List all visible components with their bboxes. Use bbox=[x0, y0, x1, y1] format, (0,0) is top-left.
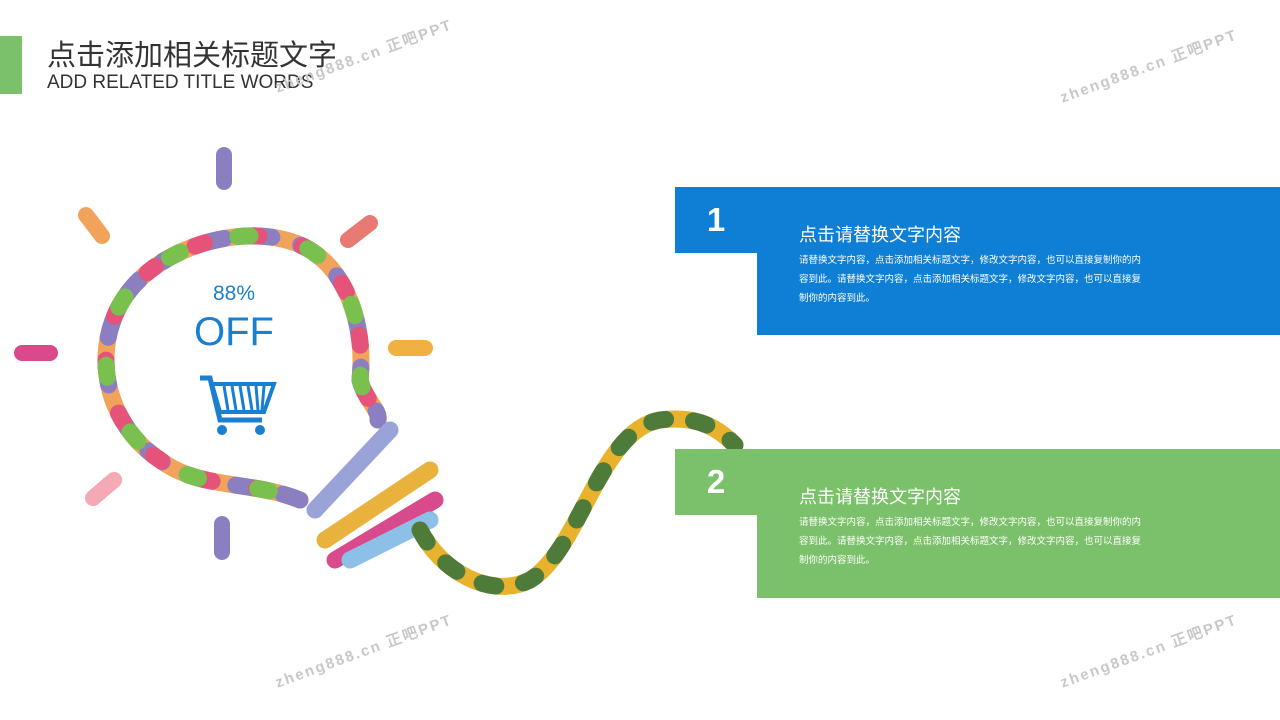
card-2-title: 点击请替换文字内容 bbox=[799, 487, 961, 507]
watermark: zheng888.cn 正吧PPT bbox=[1058, 26, 1240, 107]
card-2-number: 2 bbox=[675, 449, 757, 515]
shopping-cart-icon bbox=[200, 375, 277, 435]
title-accent-bar bbox=[0, 36, 22, 94]
card-1-number: 1 bbox=[675, 187, 757, 253]
watermark: zheng888.cn 正吧PPT bbox=[1058, 611, 1240, 692]
discount-percent: 88% bbox=[213, 282, 256, 305]
discount-label: OFF bbox=[194, 310, 274, 354]
card-2-body: 请替换文字内容，点击添加相关标题文字，修改文字内容，也可以直接复制你的内容到此。… bbox=[799, 517, 1142, 566]
card-1: 点击请替换文字内容 请替换文字内容，点击添加相关标题文字，修改文字内容，也可以直… bbox=[757, 187, 1280, 335]
lightbulb-illustration bbox=[14, 147, 744, 595]
card-1-title: 点击请替换文字内容 bbox=[799, 225, 961, 245]
page-title: 点击添加相关标题文字 bbox=[47, 40, 338, 72]
card-2: 点击请替换文字内容 请替换文字内容，点击添加相关标题文字，修改文字内容，也可以直… bbox=[757, 449, 1280, 598]
page-subtitle: ADD RELATED TITLE WORDS bbox=[47, 72, 314, 93]
card-1-body: 请替换文字内容，点击添加相关标题文字，修改文字内容，也可以直接复制你的内容到此。… bbox=[799, 255, 1142, 304]
